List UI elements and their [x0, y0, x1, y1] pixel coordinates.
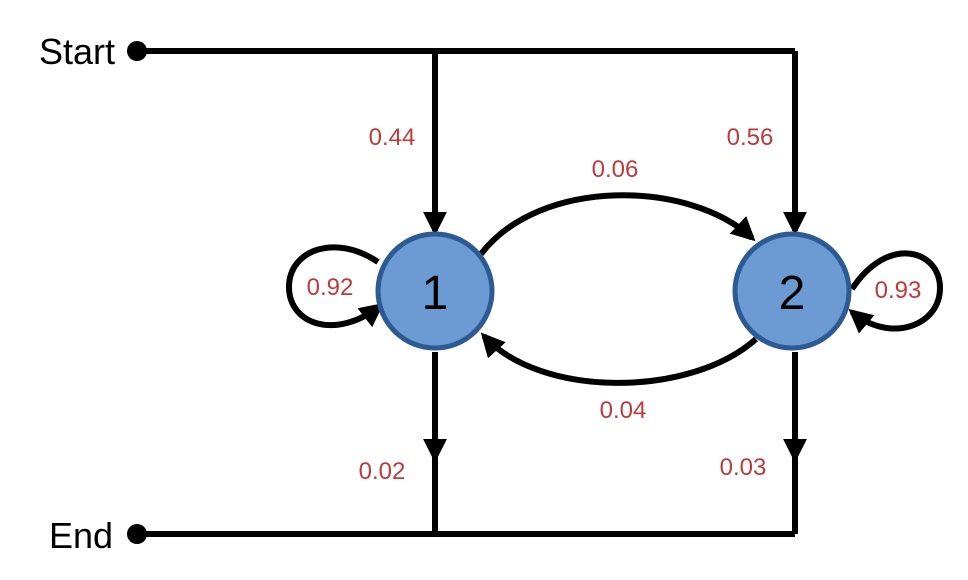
prob-state-2-to-state-1: 0.04 — [600, 397, 647, 424]
state-node-2-label: 2 — [779, 267, 806, 320]
prob-state-1-to-end: 0.02 — [359, 458, 406, 485]
prob-state-1-self: 0.92 — [307, 274, 354, 301]
prob-start-to-state-1: 0.44 — [369, 124, 416, 151]
prob-state-1-to-state-2: 0.06 — [592, 156, 639, 183]
self-loop-state-2 — [848, 250, 944, 334]
edge-state-2-to-state-1 — [480, 332, 758, 386]
state-node-1-label: 1 — [422, 267, 449, 320]
state-node-1 — [375, 231, 495, 351]
prob-state-2-self: 0.93 — [875, 277, 922, 304]
state-node-2 — [732, 231, 852, 351]
edge-state-1-to-state-2 — [478, 192, 756, 256]
prob-start-to-state-2: 0.56 — [727, 124, 774, 151]
end-label: End — [49, 515, 113, 556]
self-loop-state-1 — [285, 244, 384, 328]
start-label: Start — [39, 31, 115, 72]
prob-state-2-to-end: 0.03 — [720, 454, 767, 481]
